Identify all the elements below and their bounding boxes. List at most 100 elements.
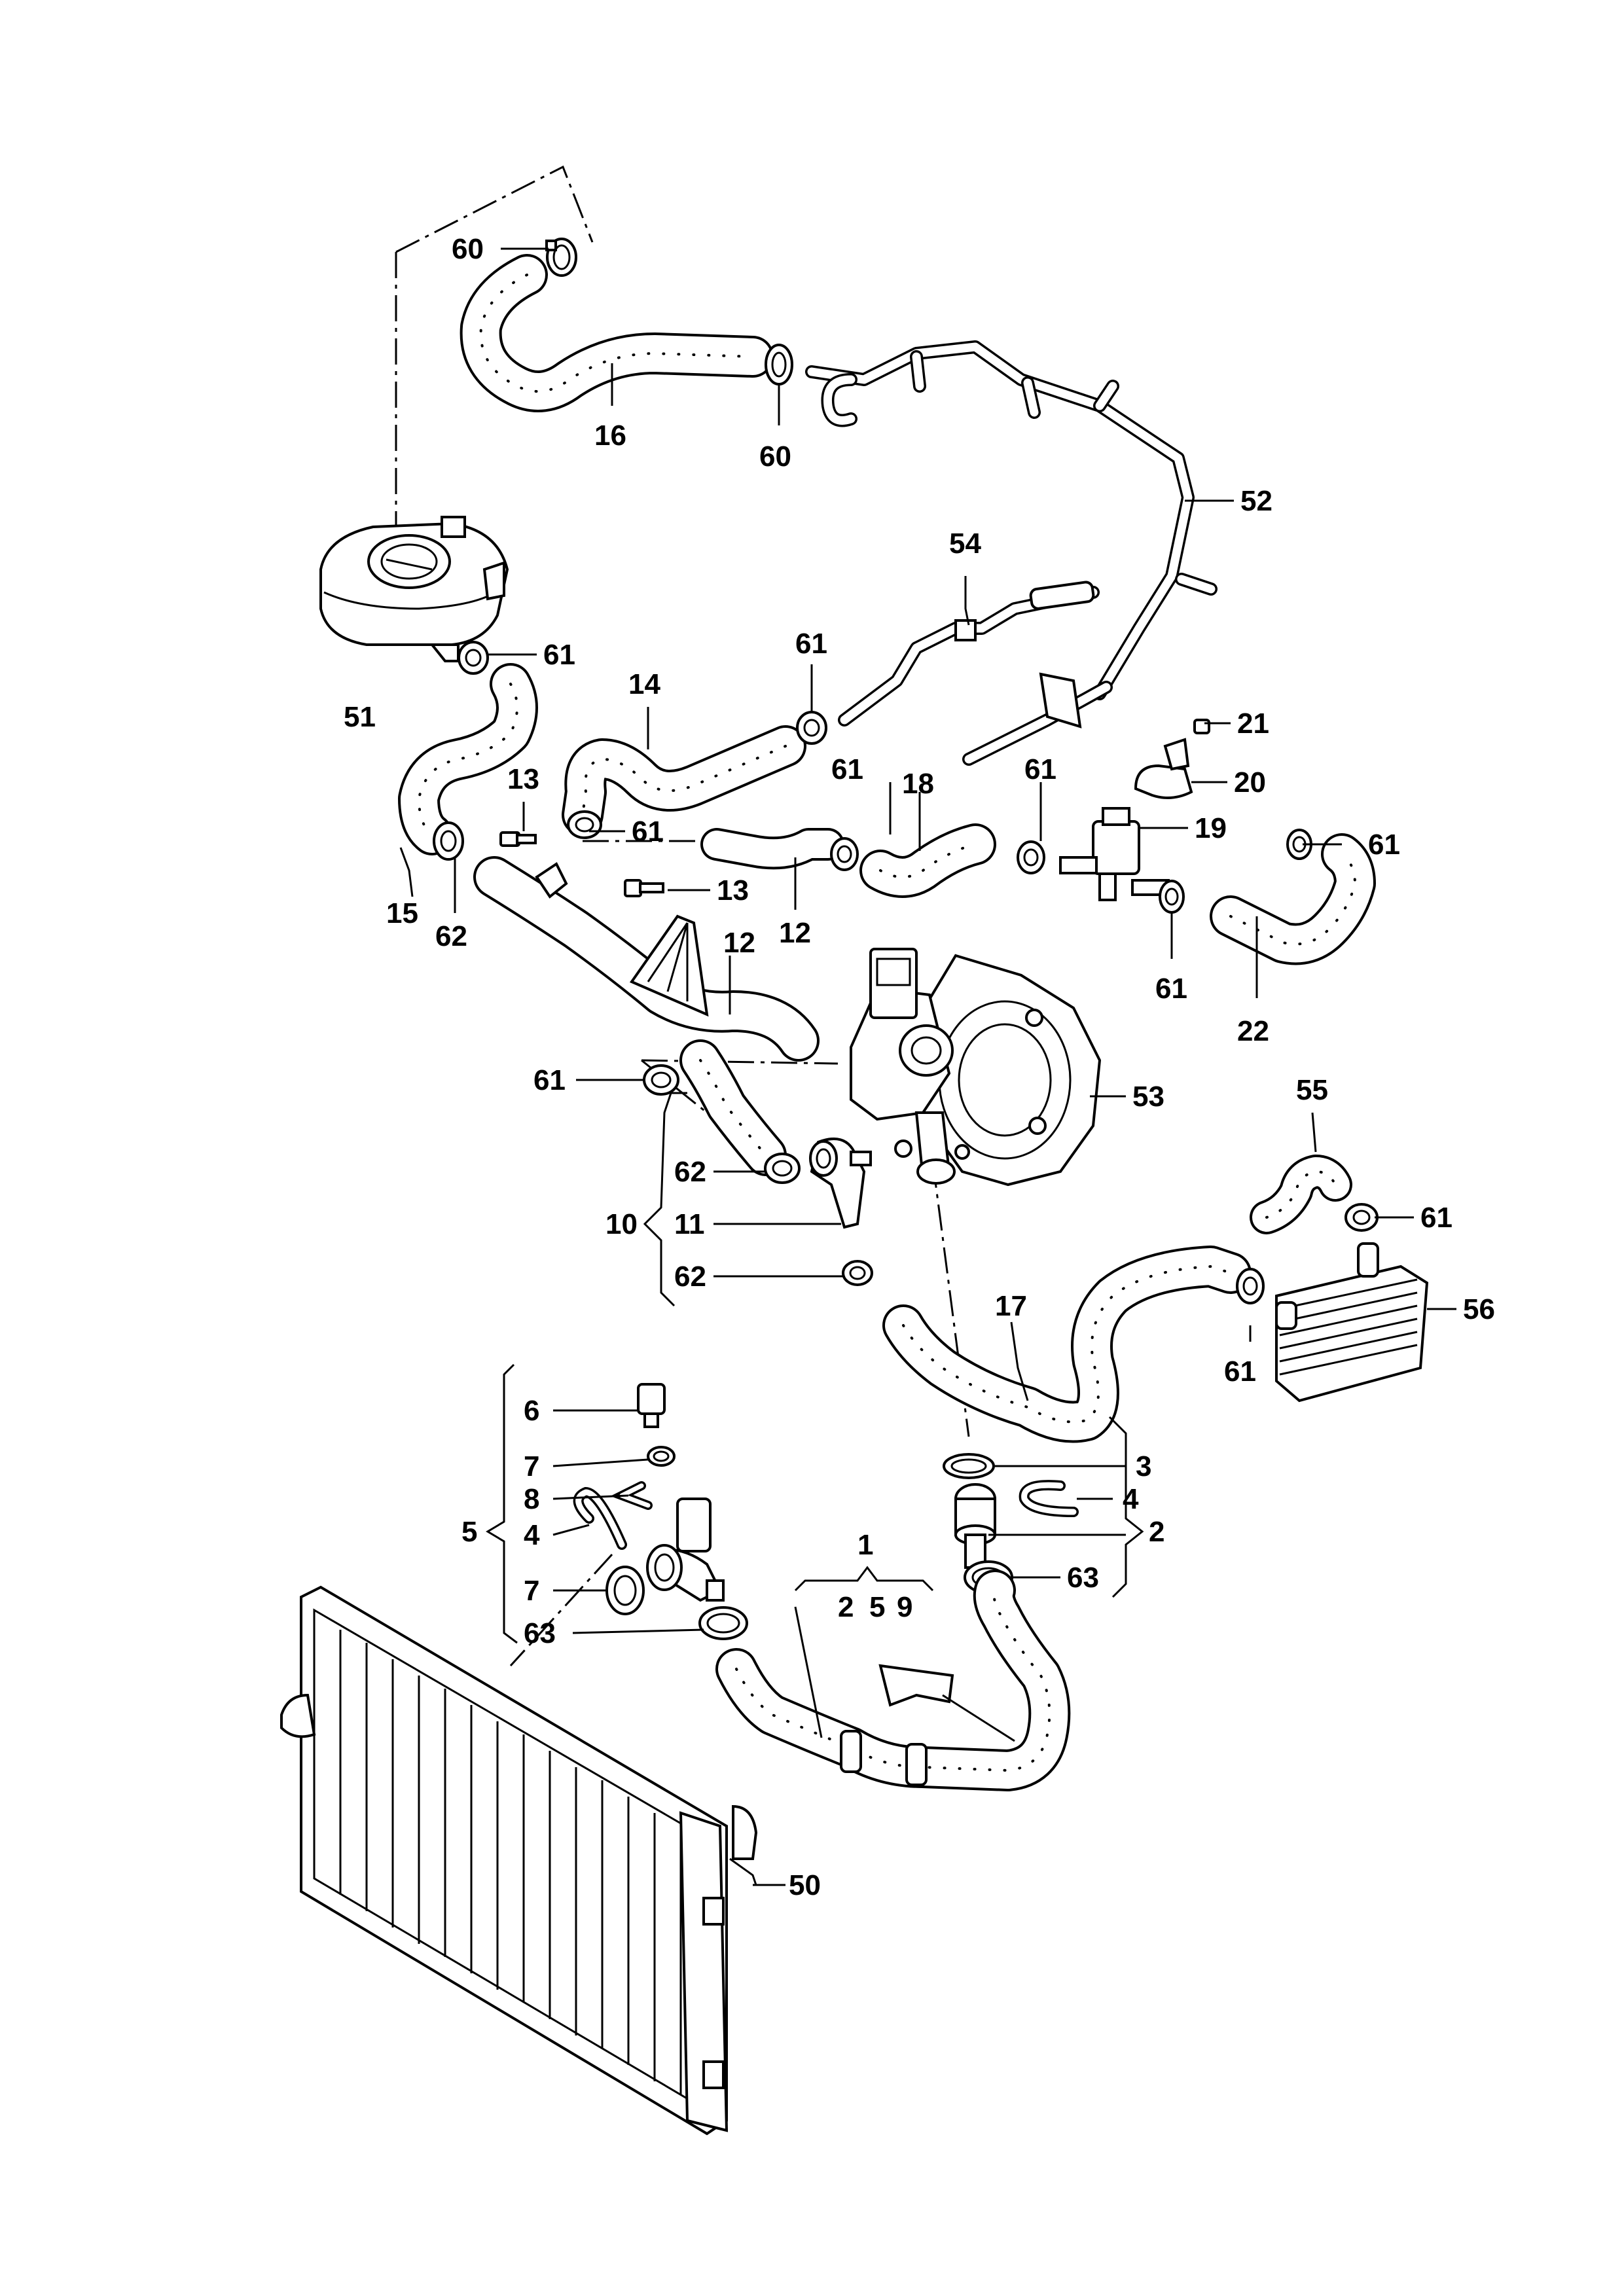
o-ring-3 (943, 1453, 995, 1479)
callouts: 60 16 60 52 54 61 61 51 14 21 13 61 18 6… (344, 233, 1495, 1901)
callout-63: 63 (1067, 1562, 1099, 1594)
callout-52: 52 (1240, 485, 1272, 517)
callout-61: 61 (795, 628, 827, 660)
bolt-13-lower (624, 879, 664, 897)
clamp-61-hose18-left (830, 837, 859, 871)
callout-61: 61 (533, 1064, 566, 1096)
callout-63: 63 (524, 1617, 556, 1649)
callout-7: 7 (524, 1575, 539, 1607)
callout-8: 8 (524, 1483, 539, 1515)
callout-62: 62 (674, 1156, 706, 1188)
callout-17: 17 (995, 1290, 1027, 1322)
sensor-6 (637, 1383, 666, 1428)
callout-61: 61 (632, 816, 664, 848)
callout-60: 60 (759, 440, 791, 473)
callout-13: 13 (507, 763, 539, 795)
hose-22 (1210, 833, 1376, 965)
radiator-50 (280, 1585, 758, 2136)
hose-18 (859, 823, 996, 898)
callout-6: 6 (524, 1395, 539, 1427)
bolt-13-upper (499, 831, 537, 847)
clamp-62-left (433, 821, 464, 861)
callout-10: 10 (605, 1208, 638, 1240)
callout-61: 61 (1024, 753, 1056, 785)
callout-12: 12 (779, 917, 811, 949)
callout-53: 53 (1132, 1081, 1164, 1113)
clamp-61-hose14-low (567, 810, 602, 839)
o-ring-7-lower (605, 1566, 645, 1615)
clamp-61-cooler (1344, 1203, 1379, 1232)
callout-61: 61 (543, 639, 575, 671)
callout-2: 2 (1149, 1516, 1164, 1548)
callout-61: 61 (1420, 1202, 1453, 1234)
callout-11: 11 (674, 1208, 705, 1240)
hose-16 (460, 254, 774, 412)
expansion-tank-51 (319, 516, 509, 662)
pipe-52 (805, 340, 1218, 766)
callout-3: 3 (1136, 1450, 1151, 1482)
callout-7: 7 (524, 1450, 539, 1482)
callout-13: 13 (717, 874, 749, 906)
hose-10 (679, 1039, 787, 1176)
hose-14 (562, 725, 806, 836)
screw-21 (1193, 719, 1210, 734)
flange-2 (954, 1483, 996, 1569)
bracket-20 (1134, 738, 1193, 799)
reference-lines (395, 165, 970, 1667)
leader-lines (399, 247, 1456, 1886)
callout-2: 2 (838, 1591, 854, 1623)
callout-15: 15 (386, 897, 418, 929)
hose-12-short (700, 828, 844, 870)
callout-14: 14 (628, 668, 660, 700)
clamp-61-hose14 (796, 711, 827, 745)
callout-1: 1 (857, 1529, 873, 1561)
callout-51: 51 (344, 701, 376, 733)
clamp-61-hose10 (643, 1064, 679, 1096)
callout-60: 60 (452, 233, 484, 265)
callout-5: 5 (869, 1591, 885, 1623)
clamp-61-hose17 (1236, 1268, 1265, 1304)
callout-61: 61 (1155, 973, 1187, 1005)
valve-19 (1059, 807, 1170, 901)
callout-20: 20 (1234, 766, 1266, 798)
callout-9: 9 (897, 1591, 912, 1623)
clamp-61-valve (1159, 880, 1185, 914)
bracket-9 (878, 1664, 1015, 1742)
hose-15 (398, 663, 538, 855)
o-ring-7-upper (647, 1446, 676, 1467)
tee-connector-5 (646, 1498, 725, 1602)
callout-22: 22 (1237, 1015, 1269, 1047)
callout-50: 50 (789, 1869, 821, 1901)
callout-5: 5 (461, 1516, 477, 1548)
callout-61: 61 (1224, 1355, 1256, 1388)
callout-12: 12 (723, 927, 755, 959)
hose-17 (882, 1246, 1252, 1443)
callout-55: 55 (1296, 1074, 1328, 1106)
group-braces (486, 1092, 1144, 1644)
callout-21: 21 (1237, 708, 1269, 740)
callout-61: 61 (831, 753, 863, 785)
callout-16: 16 (594, 420, 626, 452)
clamp-60-pipe (765, 344, 793, 386)
callout-56: 56 (1463, 1293, 1495, 1325)
callout-18: 18 (902, 768, 934, 800)
lower-hose-1 (715, 1570, 1071, 1791)
callout-54: 54 (949, 528, 981, 560)
hose-55 (1250, 1155, 1352, 1234)
clamp-62-connector (842, 1260, 873, 1286)
clamp-61-hose18-right (1017, 840, 1045, 874)
callout-62: 62 (435, 920, 467, 952)
bracket-12 (535, 862, 709, 1017)
callout-61: 61 (1368, 829, 1400, 861)
callout-4: 4 (524, 1519, 540, 1551)
callout-4: 4 (1123, 1483, 1139, 1515)
clamp-62-hose10 (764, 1153, 801, 1184)
connector-11 (809, 1138, 872, 1229)
oil-cooler-56 (1275, 1242, 1429, 1403)
callout-19: 19 (1195, 812, 1227, 844)
clip-4-left (573, 1486, 627, 1550)
clamp-61-tank (458, 641, 489, 675)
pipe-54 (838, 581, 1100, 726)
coolant-housing-53 (850, 948, 1102, 1187)
